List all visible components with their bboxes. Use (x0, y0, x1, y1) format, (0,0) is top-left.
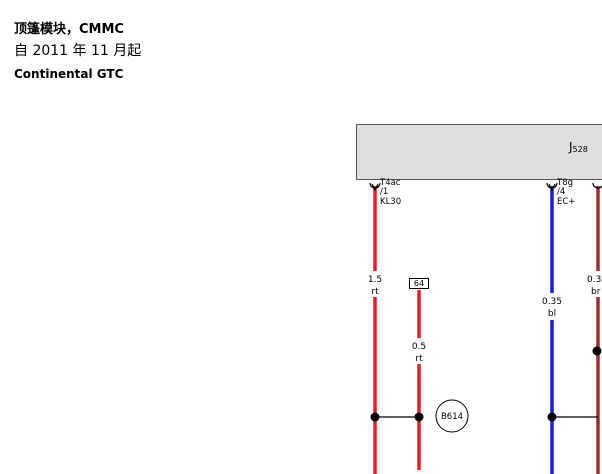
pin-marker-3 (592, 182, 602, 189)
component-j528-box[interactable] (356, 124, 602, 180)
pin-2-number: /4 (557, 187, 565, 197)
junction-dot (592, 346, 602, 356)
page-title: 顶篷模块，CMMC (14, 22, 124, 37)
pin-2-signal: EC+ (557, 197, 575, 207)
junction-dot (414, 412, 424, 422)
model-name: Continental GTC (14, 67, 124, 81)
wire-2-size: 0.5 (412, 342, 426, 352)
date-line: 自 2011 年 11 月起 (14, 43, 142, 59)
wire-4-size: 0.35 (587, 275, 602, 285)
junction-dot (370, 412, 380, 422)
fuse-label: 64 (414, 279, 424, 288)
ground-point-b614[interactable] (435, 399, 469, 433)
fuse-box[interactable] (409, 278, 429, 289)
wire-1-size: 1.5 (368, 275, 382, 285)
pin-1-signal: KL30 (380, 197, 401, 207)
wire-2-color: rt (415, 354, 423, 364)
pin-marker-1 (369, 182, 381, 192)
wire-3-color: bl (548, 309, 556, 319)
pin-1-connector: T4ac (379, 178, 401, 188)
pin-1-number: /1 (380, 187, 388, 197)
junction-dot (547, 412, 557, 422)
pin-2-connector: T8g (556, 178, 573, 188)
ground-point-label: B614 (441, 412, 463, 422)
wire-4-color: br (591, 287, 601, 297)
wire-1-color: rt (371, 287, 379, 297)
pin-marker-2 (546, 182, 558, 192)
component-label: J528 (568, 140, 588, 154)
wire-3-size: 0.35 (542, 297, 562, 307)
